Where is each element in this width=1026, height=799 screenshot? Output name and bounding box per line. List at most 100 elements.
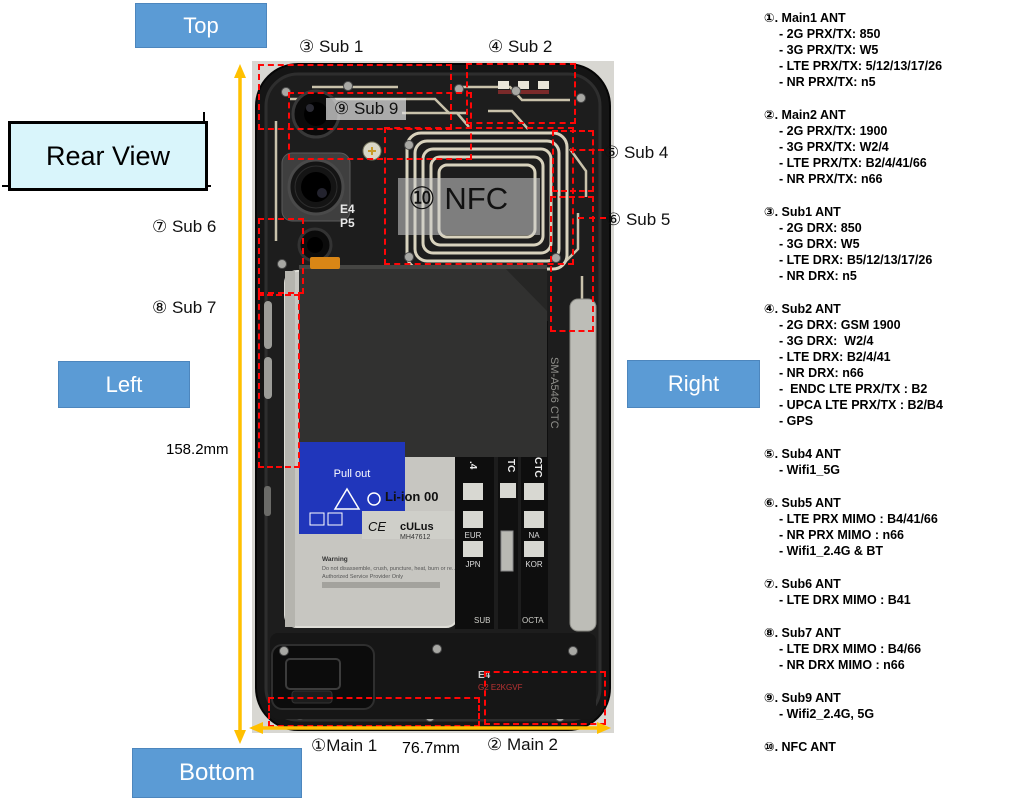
warning-title: Warning: [322, 556, 348, 563]
callout-sub7: ⑧ Sub 7: [152, 298, 217, 317]
legend-spec-line: - UPCA LTE PRX/TX : B2/B4: [779, 398, 943, 412]
main1-antenna-region: [268, 697, 480, 727]
sub5-antenna-region: [550, 196, 594, 332]
nfc-label-backdrop: [398, 178, 540, 235]
legend-section: ⑩. NFC ANT: [764, 739, 1024, 755]
battery-label-white: Li-ion 00 CE cULus MH47612 Warning Do no…: [322, 489, 455, 588]
legend-spec-line: - Wifi2_2.4G, 5G: [779, 707, 875, 721]
legend-section-title: ⑨. Sub9 ANT: [764, 691, 841, 705]
legend-section: ⑤. Sub4 ANT - Wifi1_5G: [764, 446, 1024, 478]
sub7-antenna-region: [258, 294, 300, 468]
legend-spec-line: - NR DRX: n66: [779, 366, 864, 380]
sub1-antenna-region: [258, 64, 452, 130]
callout-main2: ② Main 2: [487, 735, 558, 754]
callout-sub1: ③ Sub 1: [299, 37, 364, 56]
sub2-antenna-region: [466, 63, 576, 124]
legend-spec-line: - LTE PRX MIMO : B4/41/66: [779, 512, 938, 526]
flex-label-jpn: JPN: [465, 560, 480, 569]
flex-label-eur: EUR: [465, 531, 482, 540]
legend-section-title: ③. Sub1 ANT: [764, 205, 841, 219]
flex-label-na: NA: [528, 531, 540, 540]
sub6-antenna-region: [258, 218, 304, 294]
callout-sub5: ⑥ Sub 5: [606, 210, 671, 229]
top-direction-label: Top: [135, 3, 267, 48]
screws-front: [279, 644, 578, 656]
ul-code: MH47612: [400, 534, 430, 541]
legend-spec-line: - 2G DRX: GSM 1900: [779, 318, 901, 332]
flex-label-dot4: .4: [467, 461, 478, 470]
legend-spec-line: - 2G DRX: 850: [779, 221, 862, 235]
ce-mark: CE: [368, 519, 386, 534]
legend-spec-line: - LTE DRX MIMO : B41: [779, 593, 911, 607]
legend-spec-line: - 3G PRX/TX: W2/4: [779, 140, 889, 154]
flex-label-sub: SUB: [474, 616, 490, 625]
camera-cluster: [281, 89, 382, 263]
legend-section-title: ①. Main1 ANT: [764, 11, 846, 25]
legend-section: ④. Sub2 ANT - 2G DRX: GSM 1900 - 3G DRX: W…: [764, 301, 1024, 429]
callout-sub4: ⑤ Sub 4: [604, 143, 669, 162]
flex-label-ctc: CTC: [532, 457, 543, 478]
right-direction-label: Right: [627, 360, 760, 408]
speaker-module: [271, 644, 375, 710]
frame-marking-e4: E4: [340, 202, 355, 216]
legend-spec-line: - 3G DRX: W2/4: [779, 334, 874, 348]
legend-spec-line: - 3G PRX/TX: W5: [779, 43, 879, 57]
legend-spec-line: - LTE DRX: B5/12/13/17/26: [779, 253, 933, 267]
battery-connector: [310, 257, 340, 269]
sub4-leader-line: [570, 149, 604, 151]
callout-sub9: ⑨ Sub 9: [326, 98, 407, 120]
legend-section-title: ②. Main2 ANT: [764, 108, 846, 122]
legend-section-title: ⑤. Sub4 ANT: [764, 447, 841, 461]
legend-section-title: ⑦. Sub6 ANT: [764, 577, 841, 591]
legend-section-title: ⑧. Sub7 ANT: [764, 626, 841, 640]
width-dimension-label: 76.7mm: [402, 740, 460, 757]
callout-main1: ①Main 1: [311, 736, 378, 755]
legend: ①. Main1 ANT- 2G PRX/TX: 850- 3G PRX/TX:…: [764, 10, 1024, 772]
legend-spec-line: - GPS: [779, 414, 814, 428]
flex-label-tc: TC: [505, 459, 516, 472]
legend-spec-line: - LTE DRX MIMO : B4/66: [779, 642, 922, 656]
callout-sub6: ⑦ Sub 6: [152, 217, 217, 236]
antenna-contact-pads: [498, 81, 549, 94]
legend-spec-line: - NR DRX: n5: [779, 269, 857, 283]
warning-line1: Do not disassemble, crush, puncture, hea…: [322, 566, 455, 572]
side-keys: [264, 301, 272, 516]
flex-label-kor: KOR: [525, 560, 543, 569]
legend-section: ⑧. Sub7 ANT- LTE DRX MIMO : B4/66- NR DR…: [764, 625, 1024, 673]
legend-spec-line: - LTE PRX/TX: B2/4/41/66: [779, 156, 927, 170]
legend-section: ②. Main2 ANT - 2G PRX/TX: 1900 - 3G PRX/TX…: [764, 107, 1024, 187]
legend-spec-line: - 3G DRX: W5: [779, 237, 860, 251]
legend-section-title: ⑥. Sub5 ANT: [764, 496, 841, 510]
legend-section: ⑦. Sub6 ANT - LTE DRX MIMO : B41: [764, 576, 1024, 608]
legend-spec-line: - NR PRX MIMO : n66: [779, 528, 905, 542]
legend-spec-line: - LTE DRX: B2/4/41: [779, 350, 891, 364]
ul-mark: cULus: [400, 521, 434, 533]
callout-nfc: ⑩ NFC: [408, 181, 509, 216]
legend-section: ⑨. Sub9 ANT - Wifi2_2.4G, 5G: [764, 690, 1024, 722]
frame-marking-p5: P5: [340, 216, 355, 230]
pull-out-tab: Pull out: [334, 468, 371, 480]
sub9-antenna-region: [288, 92, 472, 160]
legend-section: ⑥. Sub5 ANT - LTE PRX MIMO : B4/41/66 - NR…: [764, 495, 1024, 559]
battery-type-text: Li-ion 00: [385, 489, 438, 504]
sub4-antenna-region: [552, 130, 594, 192]
legend-spec-line: - 2G PRX/TX: 1900: [779, 124, 888, 138]
frame-rail: [569, 298, 597, 632]
sub5-leader-line: [578, 217, 606, 219]
legend-section: ①. Main1 ANT- 2G PRX/TX: 850- 3G PRX/TX:…: [764, 10, 1024, 90]
bottom-direction-label: Bottom: [132, 748, 302, 798]
legend-spec-line: - Wifi1_5G: [779, 463, 841, 477]
legend-section: ③. Sub1 ANT - 2G DRX: 850 - 3G DRX: W5 - LT…: [764, 204, 1024, 284]
callout-sub2: ④ Sub 2: [488, 37, 553, 56]
legend-section-title: ④. Sub2 ANT: [764, 302, 841, 316]
height-dimension-label: 158.2mm: [166, 441, 229, 458]
rear-view-title: Rear View: [8, 121, 208, 191]
legend-spec-line: - Wifi1_2.4G & BT: [779, 544, 884, 558]
legend-section-title: ⑩. NFC ANT: [764, 740, 836, 754]
battery-tape: SM-A546 CTC: [299, 265, 560, 457]
bottom-marking-g2: G2 E2KGVF: [478, 683, 523, 692]
legend-spec-line: - ENDC LTE PRX/TX : B2: [779, 382, 928, 396]
height-arrow: [234, 64, 246, 744]
main2-antenna-region: [484, 671, 606, 725]
